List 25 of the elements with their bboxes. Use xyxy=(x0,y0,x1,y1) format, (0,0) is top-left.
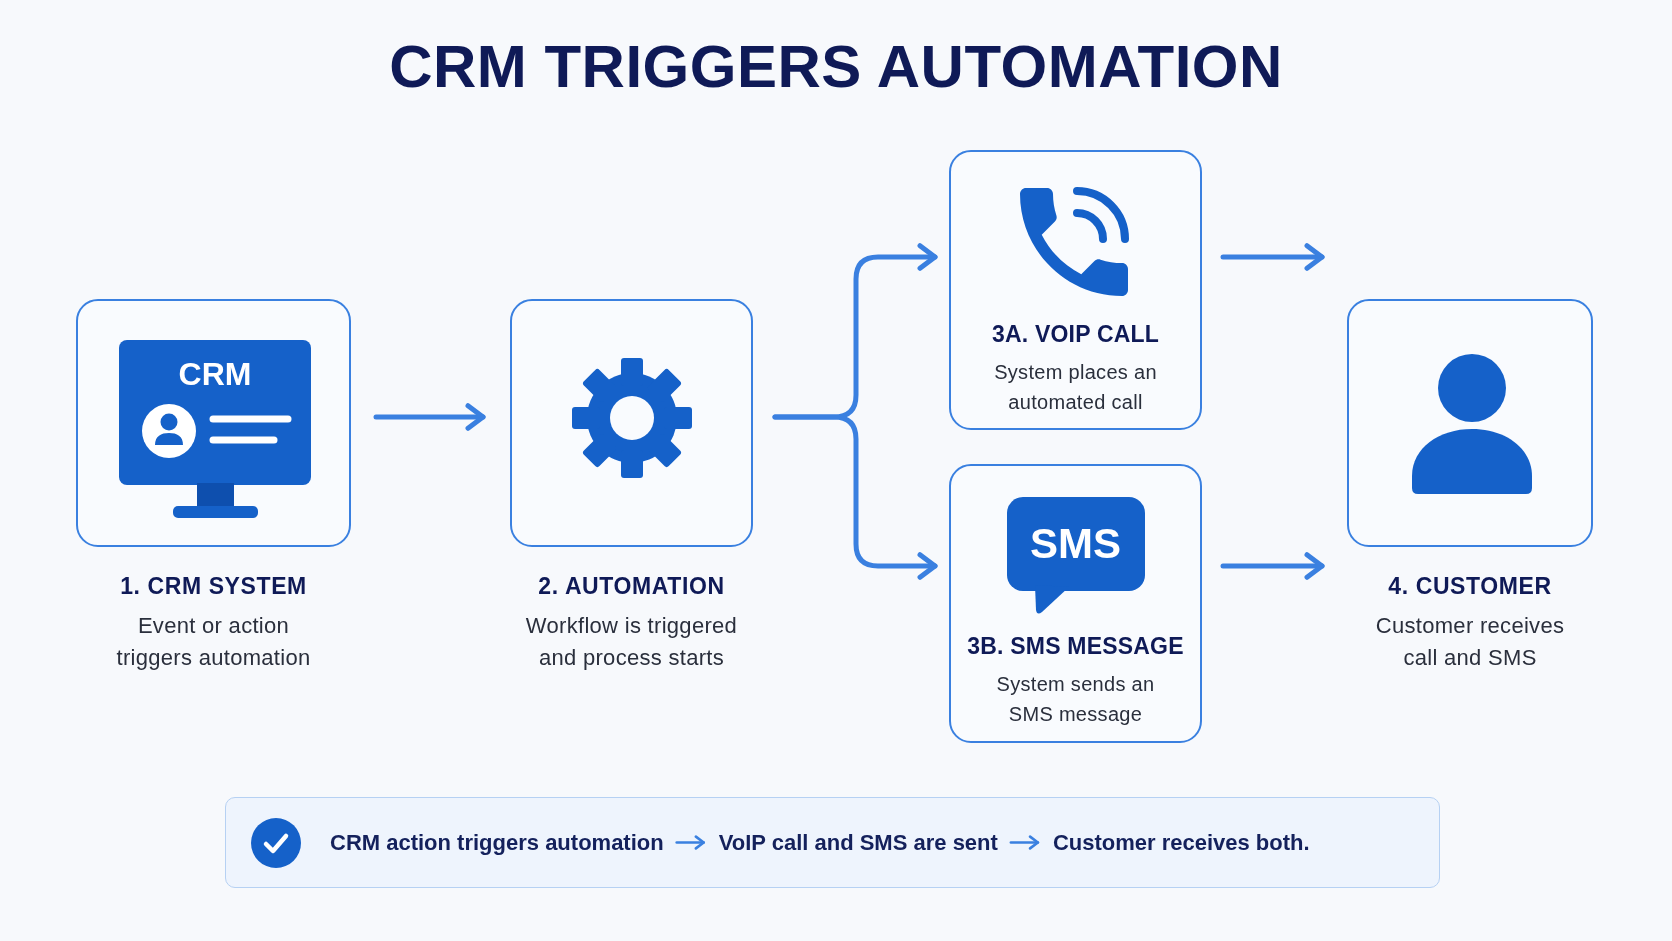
summary-banner xyxy=(225,797,1440,888)
screen-text: CRM xyxy=(178,358,252,390)
step-description: System sends an SMS message xyxy=(995,672,1156,727)
arrow xyxy=(675,835,705,850)
step-description: Workflow is triggered and process starts xyxy=(524,612,739,672)
step-card xyxy=(949,464,1202,743)
step-title: 3A. VOIP CALL xyxy=(991,320,1159,348)
step-title: 2. AUTOMATION xyxy=(538,572,725,601)
step-title: 4. CUSTOMER xyxy=(1388,572,1552,601)
summary-text: CRM action triggers automation xyxy=(330,828,664,857)
step-description: System places an automated call xyxy=(993,360,1158,415)
bubble-text: SMS xyxy=(1030,521,1121,567)
arrow xyxy=(772,414,938,580)
arrow xyxy=(1220,552,1325,580)
step-card xyxy=(949,150,1202,430)
step-description: Customer receives call and SMS xyxy=(1374,612,1566,672)
diagram-title: CRM TRIGGERS AUTOMATION xyxy=(389,32,1283,102)
arrow xyxy=(373,403,486,431)
summary-text: Customer receives both. xyxy=(1052,828,1310,857)
step-title: 1. CRM SYSTEM xyxy=(120,572,307,601)
arrow xyxy=(1009,835,1040,850)
step-title: 3B. SMS MESSAGE xyxy=(967,632,1184,660)
step-description: Event or action triggers automation xyxy=(115,612,312,672)
summary-text: VoIP call and SMS are sent xyxy=(718,828,998,857)
arrow xyxy=(1220,243,1325,271)
